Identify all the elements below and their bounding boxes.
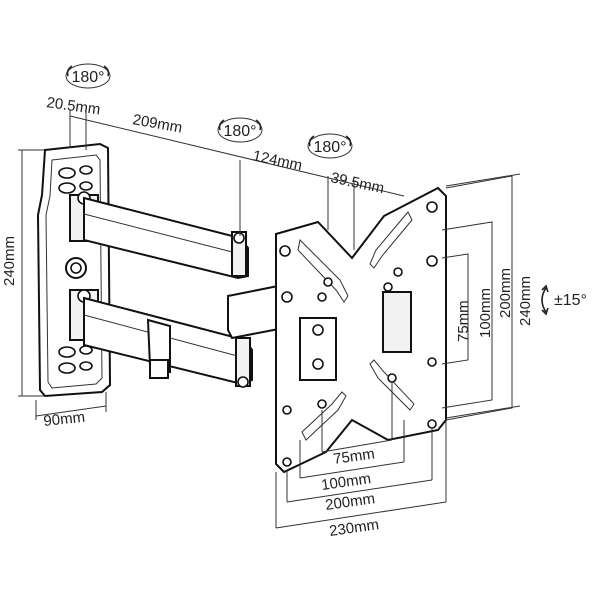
tilt-indicator: ±15° [541,284,587,316]
dim-plate-width: 90mm [43,409,86,430]
dim-offset-depth: 39.5mm [329,169,386,197]
dim-vesa-h75: 75mm [332,445,376,468]
rotation-badge-1-label: 180° [71,69,104,86]
rotation-badge-1: 180° [65,63,111,89]
rotation-badge-3-label: 180° [313,139,346,156]
lower-arm [83,296,253,388]
tilt-label: ±15° [554,292,587,309]
dimension-lines [18,110,521,529]
vesa-head-plate [275,186,447,474]
upper-arm [83,196,249,280]
dim-wall-plate-offset: 20.5mm [45,94,101,118]
dim-head-height: 240mm [517,276,534,326]
rotation-badge-2: 180° [217,117,263,143]
rotation-badge-2-label: 180° [223,123,256,140]
dim-vesa-v200: 200mm [497,268,514,318]
dim-second-arm: 124mm [251,147,303,174]
rotation-badge-3: 180° [307,133,353,159]
dim-vesa-h100: 100mm [320,470,372,494]
dim-vesa-v100: 100mm [477,288,494,338]
wall-plate [36,142,112,398]
dim-vesa-h200: 200mm [324,490,376,514]
dim-plate-height: 240mm [1,236,18,286]
dim-head-width: 230mm [328,516,380,540]
dim-vesa-v75: 75mm [455,300,472,342]
